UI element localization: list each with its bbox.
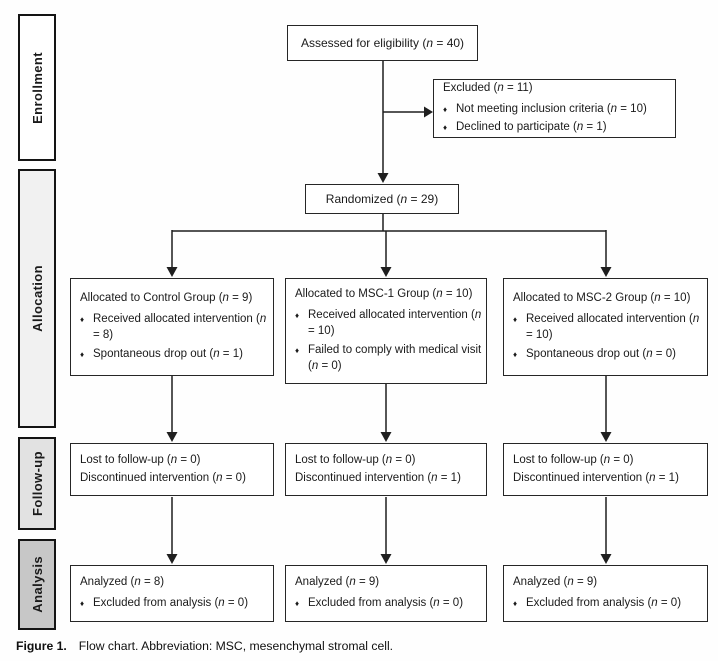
list-item: ♦ Spontaneous drop out (n = 1) bbox=[80, 347, 269, 363]
stage-label-analysis: Analysis bbox=[18, 539, 56, 630]
box-title: Allocated to MSC-2 Group (n = 10) bbox=[513, 292, 691, 305]
bullet-text: Failed to comply with medical visit (n =… bbox=[308, 343, 482, 372]
list-item: ♦ Declined to participate (n = 1) bbox=[443, 120, 671, 136]
list-item: ♦ Spontaneous drop out (n = 0) bbox=[513, 347, 703, 363]
diamond-bullet-icon: ♦ bbox=[443, 104, 448, 114]
list-item: ♦ Excluded from analysis (n = 0) bbox=[295, 596, 482, 612]
box-title: Excluded (n = 11) bbox=[443, 81, 533, 94]
list-item: ♦ Excluded from analysis (n = 0) bbox=[80, 596, 269, 612]
box-allocation-msc1: Allocated to MSC-1 Group (n = 10) ♦ Rece… bbox=[285, 278, 487, 384]
diamond-bullet-icon: ♦ bbox=[80, 599, 85, 608]
box-analysis-msc2: Analyzed (n = 9) ♦ Excluded from analysi… bbox=[503, 565, 708, 622]
box-analysis-control: Analyzed (n = 8) ♦ Excluded from analysi… bbox=[70, 565, 274, 622]
box-line: Discontinued intervention (n = 0) bbox=[80, 471, 246, 484]
bullet-text: Received allocated intervention (n = 8) bbox=[93, 313, 267, 341]
box-allocation-control: Allocated to Control Group (n = 9) ♦ Rec… bbox=[70, 278, 274, 376]
list-item: ♦ Excluded from analysis (n = 0) bbox=[513, 596, 703, 612]
box-randomized: Randomized (n = 29) bbox=[305, 184, 459, 214]
bullet-text: Excluded from analysis (n = 0) bbox=[526, 597, 682, 609]
stage-label-enrollment: Enrollment bbox=[18, 14, 56, 161]
diamond-bullet-icon: ♦ bbox=[295, 599, 300, 608]
diamond-bullet-icon: ♦ bbox=[295, 311, 300, 321]
diamond-bullet-icon: ♦ bbox=[513, 315, 518, 325]
arrow-to-excluded bbox=[383, 106, 433, 118]
box-followup-control: Lost to follow-up (n = 0) Discontinued i… bbox=[70, 443, 274, 496]
list-item: ♦ Failed to comply with medical visit (n… bbox=[295, 343, 482, 375]
box-title: Allocated to MSC-1 Group (n = 10) bbox=[295, 288, 473, 301]
bullet-text: Excluded from analysis (n = 0) bbox=[308, 597, 464, 609]
figure-caption-text: Flow chart. Abbreviation: MSC, mesenchym… bbox=[78, 639, 394, 653]
box-followup-msc1: Lost to follow-up (n = 0) Discontinued i… bbox=[285, 443, 487, 496]
diamond-bullet-icon: ♦ bbox=[443, 123, 448, 133]
diamond-bullet-icon: ♦ bbox=[80, 349, 85, 359]
list-item: ♦ Not meeting inclusion criteria (n = 10… bbox=[443, 102, 671, 118]
diamond-bullet-icon: ♦ bbox=[513, 349, 518, 359]
bullet-text: Received allocated intervention (n = 10) bbox=[526, 313, 700, 341]
diamond-bullet-icon: ♦ bbox=[80, 315, 85, 325]
box-line: Lost to follow-up (n = 0) bbox=[80, 453, 201, 466]
branch-randomized-to-arms bbox=[166, 214, 612, 277]
arrow-assessed-to-randomized bbox=[377, 61, 389, 183]
box-line: Lost to follow-up (n = 0) bbox=[513, 453, 634, 466]
list-item: ♦ Received allocated intervention (n = 8… bbox=[80, 312, 269, 344]
diamond-bullet-icon: ♦ bbox=[295, 345, 300, 355]
figure-caption: Figure 1. Flow chart. Abbreviation: MSC, … bbox=[16, 639, 393, 653]
bullet-text: Declined to participate (n = 1) bbox=[456, 121, 607, 134]
box-followup-msc2: Lost to follow-up (n = 0) Discontinued i… bbox=[503, 443, 708, 496]
list-item: ♦ Received allocated intervention (n = 1… bbox=[295, 308, 482, 340]
bullet-text: Spontaneous drop out (n = 0) bbox=[526, 347, 676, 360]
box-text: Randomized (n = 29) bbox=[325, 191, 439, 206]
box-title: Analyzed (n = 8) bbox=[80, 576, 165, 589]
bullet-text: Not meeting inclusion criteria (n = 10) bbox=[456, 102, 647, 115]
figure-caption-label: Figure 1. bbox=[16, 639, 67, 653]
box-analysis-msc1: Analyzed (n = 9) ♦ Excluded from analysi… bbox=[285, 565, 487, 622]
stage-label-allocation: Allocation bbox=[18, 169, 56, 428]
box-excluded: Excluded (n = 11) ♦ Not meeting inclusio… bbox=[433, 79, 676, 138]
box-title: Analyzed (n = 9) bbox=[513, 576, 598, 589]
arrows-allocation-to-followup bbox=[166, 376, 612, 442]
bullet-text: Received allocated intervention (n = 10) bbox=[308, 309, 482, 338]
arrows-followup-to-analysis bbox=[166, 497, 612, 564]
box-assessed-eligibility: Assessed for eligibility (n = 40) bbox=[287, 25, 478, 61]
box-line: Lost to follow-up (n = 0) bbox=[295, 453, 416, 466]
box-line: Discontinued intervention (n = 1) bbox=[513, 471, 679, 484]
bullet-text: Spontaneous drop out (n = 1) bbox=[93, 347, 243, 360]
box-line: Discontinued intervention (n = 1) bbox=[295, 471, 461, 484]
box-title: Allocated to Control Group (n = 9) bbox=[80, 292, 253, 305]
stage-label-followup: Follow-up bbox=[18, 437, 56, 530]
box-title: Analyzed (n = 9) bbox=[295, 576, 380, 589]
diamond-bullet-icon: ♦ bbox=[513, 599, 518, 608]
box-text: Assessed for eligibility (n = 40) bbox=[300, 35, 465, 50]
list-item: ♦ Received allocated intervention (n = 1… bbox=[513, 312, 703, 344]
box-allocation-msc2: Allocated to MSC-2 Group (n = 10) ♦ Rece… bbox=[503, 278, 708, 376]
bullet-text: Excluded from analysis (n = 0) bbox=[93, 597, 249, 609]
